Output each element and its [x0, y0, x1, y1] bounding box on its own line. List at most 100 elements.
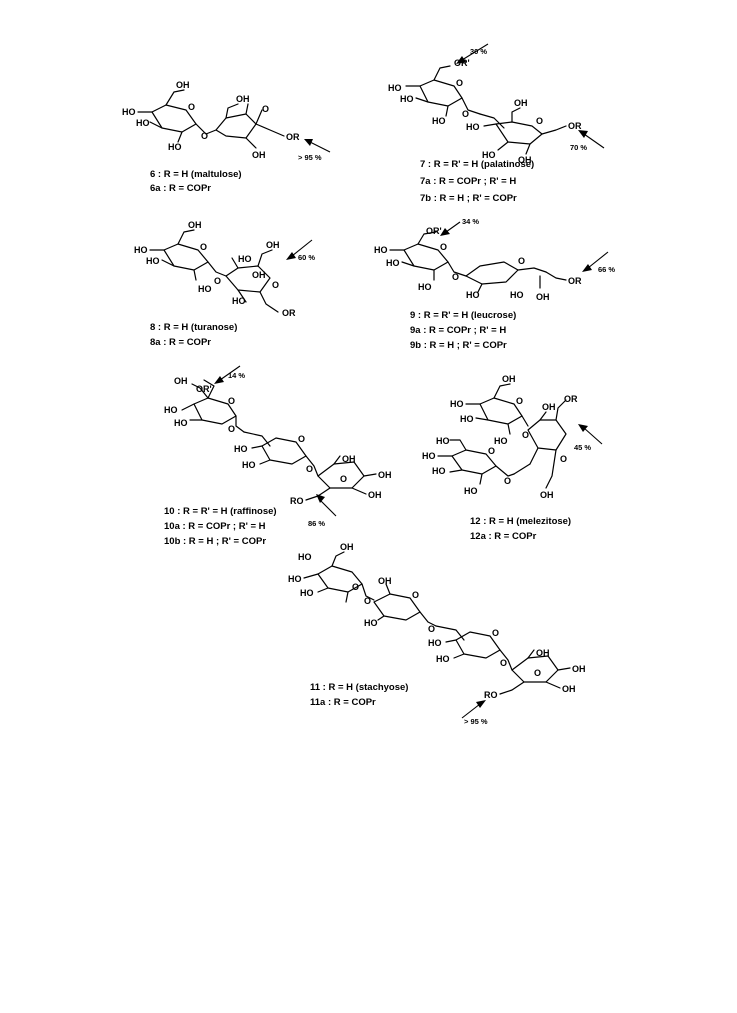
label-o: O [364, 596, 371, 606]
label-oh: OH [518, 155, 532, 165]
label-o: O [516, 396, 523, 406]
compound-9-structure: OR' HO HO HO O O O HO OR OH HO 34 % 66 % [374, 217, 615, 302]
label-ho: HO [386, 258, 400, 268]
label-oh: OH [252, 270, 266, 280]
label-ho: HO [464, 486, 478, 496]
label-oh: OH [536, 292, 550, 302]
label-ho: HO [460, 414, 474, 424]
label-oh: OH [378, 470, 392, 480]
label-ho: HO [198, 284, 212, 294]
label-ho: HO [432, 116, 446, 126]
label-ho: HO [374, 245, 388, 255]
label-oh: OH [176, 80, 190, 90]
label-ho: HO [146, 256, 160, 266]
label-ho: HO [136, 118, 150, 128]
label-o: O [492, 628, 499, 638]
label-oh: OH [188, 220, 202, 230]
label-ho: HO [298, 552, 312, 562]
compound-7a-caption: 7a : R = COPr ; R' = H [420, 176, 516, 187]
label-o: O [412, 590, 419, 600]
compound-6-caption: 6 : R = H (maltulose) [150, 169, 242, 180]
label-ho: HO [510, 290, 524, 300]
label-o: O [560, 454, 567, 464]
label-ho: HO [168, 142, 182, 152]
label-o: O [352, 582, 359, 592]
label-oh: OH [342, 454, 356, 464]
percentage-label: 60 % [298, 253, 315, 262]
label-o: O [534, 668, 541, 678]
label-ho: HO [418, 282, 432, 292]
label-oh: OH [378, 576, 392, 586]
compound-12-structure: OH HO HO HO O O OH O OR HO HO HO HO O O … [422, 374, 603, 500]
label-o: O [456, 78, 463, 88]
label-oh: OH [174, 376, 188, 386]
label-ro: RO [290, 496, 304, 506]
compound-10-structure: OH OR' HO HO O O HO HO O O OH OH OH RO O… [164, 365, 392, 528]
label-o: O [201, 131, 208, 141]
compound-8-structure: OH HO HO HO O O HO OH HO O OH OR 60 % [134, 220, 315, 318]
label-ho: HO [234, 444, 248, 454]
label-o: O [228, 396, 235, 406]
percentage-label: 45 % [574, 443, 591, 452]
compound-12a-caption: 12a : R = COPr [470, 531, 537, 542]
label-o: O [228, 424, 235, 434]
label-oh: OH [536, 648, 550, 658]
label-or-prime: OR' [426, 226, 442, 236]
label-ho: HO [422, 451, 436, 461]
compound-9a-caption: 9a : R = COPr ; R' = H [410, 325, 506, 336]
label-ho: HO [242, 460, 256, 470]
label-ho: HO [450, 399, 464, 409]
label-ho: HO [238, 254, 252, 264]
label-o: O [262, 104, 269, 114]
label-ho: HO [164, 405, 178, 415]
compound-10-caption: 10 : R = R' = H (raffinose) [164, 506, 277, 517]
label-oh: OH [502, 374, 516, 384]
label-ho: HO [400, 94, 414, 104]
label-ho: HO [428, 638, 442, 648]
compound-7-structure: OR' HO HO HO O O O OH HO HO OR OH 30 % 7… [388, 43, 605, 165]
compound-11a-caption: 11a : R = COPr [310, 697, 376, 708]
percentage-label: 70 % [570, 143, 587, 152]
label-o: O [200, 242, 207, 252]
label-oh: OH [340, 542, 354, 552]
label-ho: HO [364, 618, 378, 628]
label-o: O [500, 658, 507, 668]
compound-9b-caption: 9b : R = H ; R' = COPr [410, 340, 507, 351]
label-o: O [440, 242, 447, 252]
label-or: OR [568, 121, 582, 131]
label-ho: HO [482, 150, 496, 160]
label-ho: HO [432, 466, 446, 476]
percentage-label: 14 % [228, 371, 245, 380]
compound-6-structure: OH HO HO HO O O OH O OR OH > 95 % [122, 80, 331, 162]
compound-9-caption: 9 : R = R' = H (leucrose) [410, 310, 516, 321]
label-o: O [504, 476, 511, 486]
label-o: O [306, 464, 313, 474]
label-ho: HO [436, 436, 450, 446]
compound-8-caption: 8 : R = H (turanose) [150, 322, 237, 333]
label-ho: HO [300, 588, 314, 598]
percentage-label: > 95 % [464, 717, 488, 726]
label-oh: OH [368, 490, 382, 500]
label-o: O [214, 276, 221, 286]
label-o: O [452, 272, 459, 282]
label-or: OR [564, 394, 578, 404]
percentage-label: 30 % [470, 47, 487, 56]
label-o: O [462, 109, 469, 119]
label-o: O [518, 256, 525, 266]
label-ho: HO [122, 107, 136, 117]
label-oh: OH [540, 490, 554, 500]
compound-11-structure: HO OH HO HO O OH O HO O O HO HO O O OH O… [288, 542, 586, 726]
label-ho: HO [288, 574, 302, 584]
percentage-label: 34 % [462, 217, 479, 226]
label-o: O [488, 446, 495, 456]
label-o: O [188, 102, 195, 112]
label-ho: HO [466, 122, 480, 132]
label-oh: OH [514, 98, 528, 108]
label-oh: OH [542, 402, 556, 412]
label-o: O [340, 474, 347, 484]
percentage-label: 66 % [598, 265, 615, 274]
label-or: OR [282, 308, 296, 318]
label-oh: OH [572, 664, 586, 674]
label-o: O [298, 434, 305, 444]
